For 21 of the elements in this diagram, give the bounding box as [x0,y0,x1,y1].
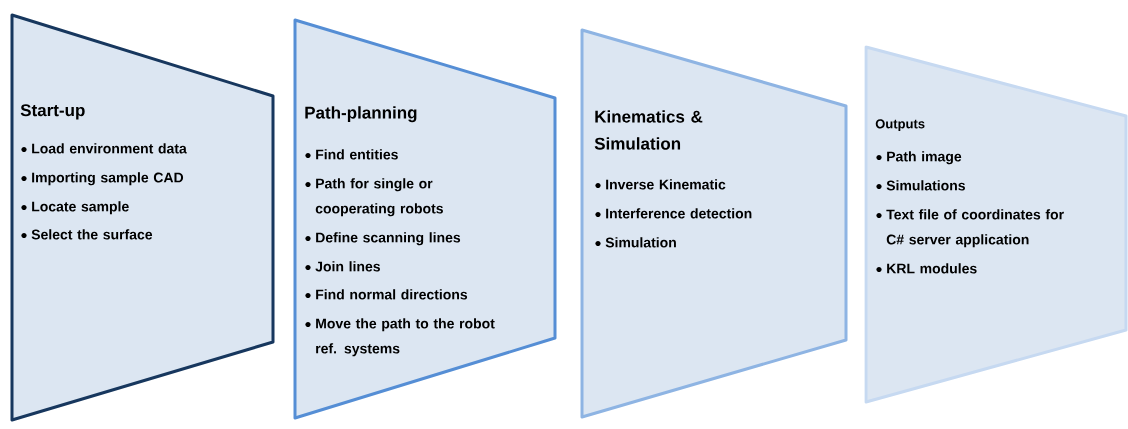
panel-heading: Outputs [875,119,925,131]
bullet-item: Join lines [305,261,380,272]
panel-heading: Start-up [20,104,85,120]
bullet-item: Load environment data [21,143,187,154]
bullet-item: Locate sample [21,201,129,215]
bullet-item: Text file of coordinates for C# server application [876,209,1064,248]
panel-heading: Path-planning [305,106,417,123]
bullet-item: Interference detection [595,208,752,219]
bullet-item: Simulation [595,237,676,248]
bullet-item: Define scanning lines [305,232,461,246]
bullet-item: Inverse Kinematic [595,179,726,190]
panel-heading: Kinematics & Simulation [594,110,703,150]
bullet-item: Path image [876,151,962,165]
bullet-item: Importing sample CAD [21,172,184,186]
bullet-item: Find entities [305,149,398,160]
bullet-item: Simulations [876,180,965,191]
bullet-item: Find normal directions [305,289,468,300]
bullet-item: Move the path to the robot ref. systems [305,318,495,357]
bullet-item: Path for single or cooperating robots [305,178,443,217]
bullet-item: KRL modules [876,263,977,274]
bullet-item: Select the surface [21,229,153,240]
